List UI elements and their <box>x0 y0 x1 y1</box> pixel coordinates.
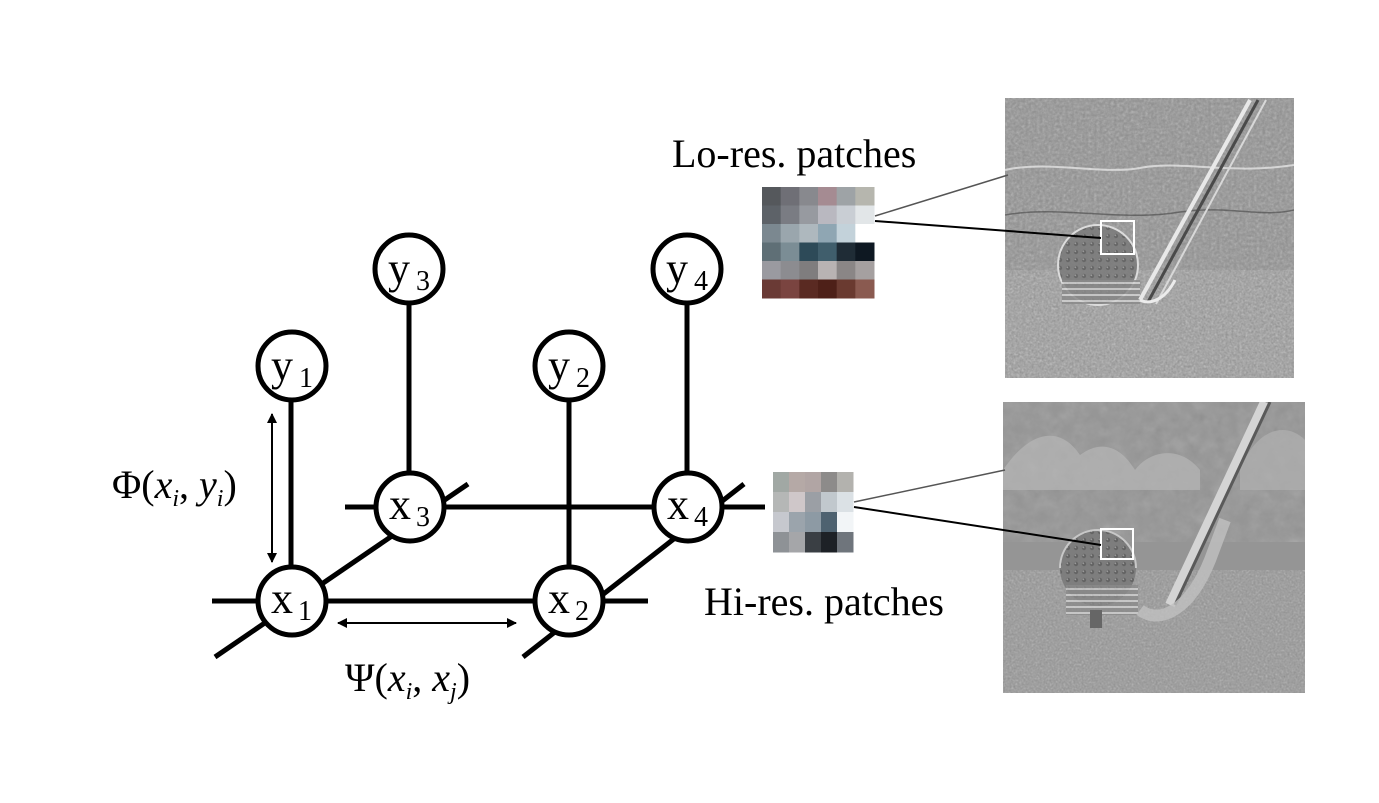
svg-text:x: x <box>389 480 411 529</box>
lo-res-patch-pixel <box>799 242 819 262</box>
hi-res-patch-pixel <box>773 512 790 533</box>
phi-label: Φ(xi, yi) <box>112 462 237 512</box>
psi-label: Ψ(xi, xj) <box>345 655 470 705</box>
hi-res-patch-pixel <box>805 492 822 513</box>
svg-text:y: y <box>388 244 410 293</box>
lo-res-patch-pixel <box>799 261 819 280</box>
lo-res-patch-pixel <box>836 205 856 225</box>
lo-res-patch-pixel <box>818 224 838 243</box>
svg-text:1: 1 <box>298 596 312 627</box>
svg-text:3: 3 <box>416 266 430 297</box>
svg-text:2: 2 <box>576 363 590 394</box>
lo-res-patch-pixel <box>818 242 838 262</box>
svg-text:3: 3 <box>416 502 430 533</box>
lo-res-patch-pixel <box>836 187 856 206</box>
lo-res-patch-pixel <box>836 279 856 299</box>
lo-res-patch-pixel <box>836 261 856 280</box>
hi-res-patch <box>773 472 854 553</box>
hi-res-patch-pixel <box>821 512 838 533</box>
lo-res-patch-pixel <box>762 187 782 206</box>
lo-res-patch-pixel <box>780 224 800 243</box>
lo-res-patch-pixel <box>855 224 875 243</box>
hi-res-patch-pixel <box>837 492 854 513</box>
lo-res-patch-pixel <box>762 224 782 243</box>
hi-res-patch-pixel <box>821 532 838 553</box>
lo-res-patch-pixel <box>818 205 838 225</box>
hi-res-patch-pixel <box>773 472 790 493</box>
svg-text:y: y <box>666 244 688 293</box>
hi-res-patch-pixel <box>837 512 854 533</box>
node-x4: x 4 <box>651 470 725 544</box>
lo-res-patch-pixel <box>762 261 782 280</box>
node-y4: y 4 <box>650 232 724 306</box>
hi-res-patch-pixel <box>789 532 806 553</box>
hi-res-patch-pixel <box>837 532 854 553</box>
lo-res-patch-pixel <box>799 224 819 243</box>
lo-res-patch-pixel <box>780 187 800 206</box>
lo-res-patch-pixel <box>855 205 875 225</box>
node-y2: y 2 <box>532 329 606 403</box>
node-x3: x 3 <box>373 470 447 544</box>
lo-res-patch-pixel <box>855 261 875 280</box>
hi-res-patch-pixel <box>837 472 854 493</box>
svg-text:2: 2 <box>575 596 589 627</box>
lo-res-patch-pixel <box>799 187 819 206</box>
hi-res-patch-pixel <box>789 492 806 513</box>
lo-res-patch <box>762 187 875 299</box>
lo-res-patch-pixel <box>836 242 856 262</box>
hi-res-patch-pixel <box>789 472 806 493</box>
node-y1: y 1 <box>255 329 329 403</box>
lo-res-patch-pixel <box>762 205 782 225</box>
hi-res-patch-pixel <box>805 532 822 553</box>
lo-res-patch-pixel <box>855 279 875 299</box>
hi-res-patch-pixel <box>805 472 822 493</box>
svg-text:y: y <box>271 341 293 390</box>
svg-text:x: x <box>271 574 293 623</box>
svg-text:1: 1 <box>299 363 313 394</box>
hi-res-image <box>1003 402 1305 693</box>
hi-res-patch-pixel <box>805 512 822 533</box>
node-y3: y 3 <box>372 232 446 306</box>
lo-res-image <box>1005 98 1294 378</box>
lo-res-patch-pixel <box>762 242 782 262</box>
lo-res-patch-pixel <box>818 261 838 280</box>
lo-res-patch-pixel <box>762 279 782 299</box>
hi-res-patch-pixel <box>821 472 838 493</box>
lo-res-patch-pixel <box>818 279 838 299</box>
lo-res-patch-pixel <box>799 205 819 225</box>
lo-res-patch-pixel <box>780 279 800 299</box>
lo-res-patch-pixel <box>780 261 800 280</box>
lo-res-patch-pixel <box>818 187 838 206</box>
node-x2: x 2 <box>532 564 606 638</box>
svg-text:4: 4 <box>694 266 708 297</box>
svg-text:y: y <box>548 341 570 390</box>
svg-text:4: 4 <box>694 502 708 533</box>
node-x1: x 1 <box>255 564 329 638</box>
lo-res-patch-pixel <box>780 205 800 225</box>
lo-res-patch-pixel <box>855 242 875 262</box>
svg-text:x: x <box>667 480 689 529</box>
hi-res-patch-pixel <box>773 492 790 513</box>
lo-res-patch-pixel <box>836 224 856 243</box>
hi-res-patch-pixel <box>773 532 790 553</box>
lo-res-patch-pixel <box>799 279 819 299</box>
hi-res-label: Hi-res. patches <box>704 579 944 624</box>
hi-res-patch-pixel <box>789 512 806 533</box>
svg-text:x: x <box>548 574 570 623</box>
hi-res-patch-pixel <box>821 492 838 513</box>
lo-res-label: Lo-res. patches <box>672 131 916 176</box>
lo-res-patch-pixel <box>780 242 800 262</box>
connector-lines <box>853 174 1102 546</box>
lo-res-patch-pixel <box>855 187 875 206</box>
